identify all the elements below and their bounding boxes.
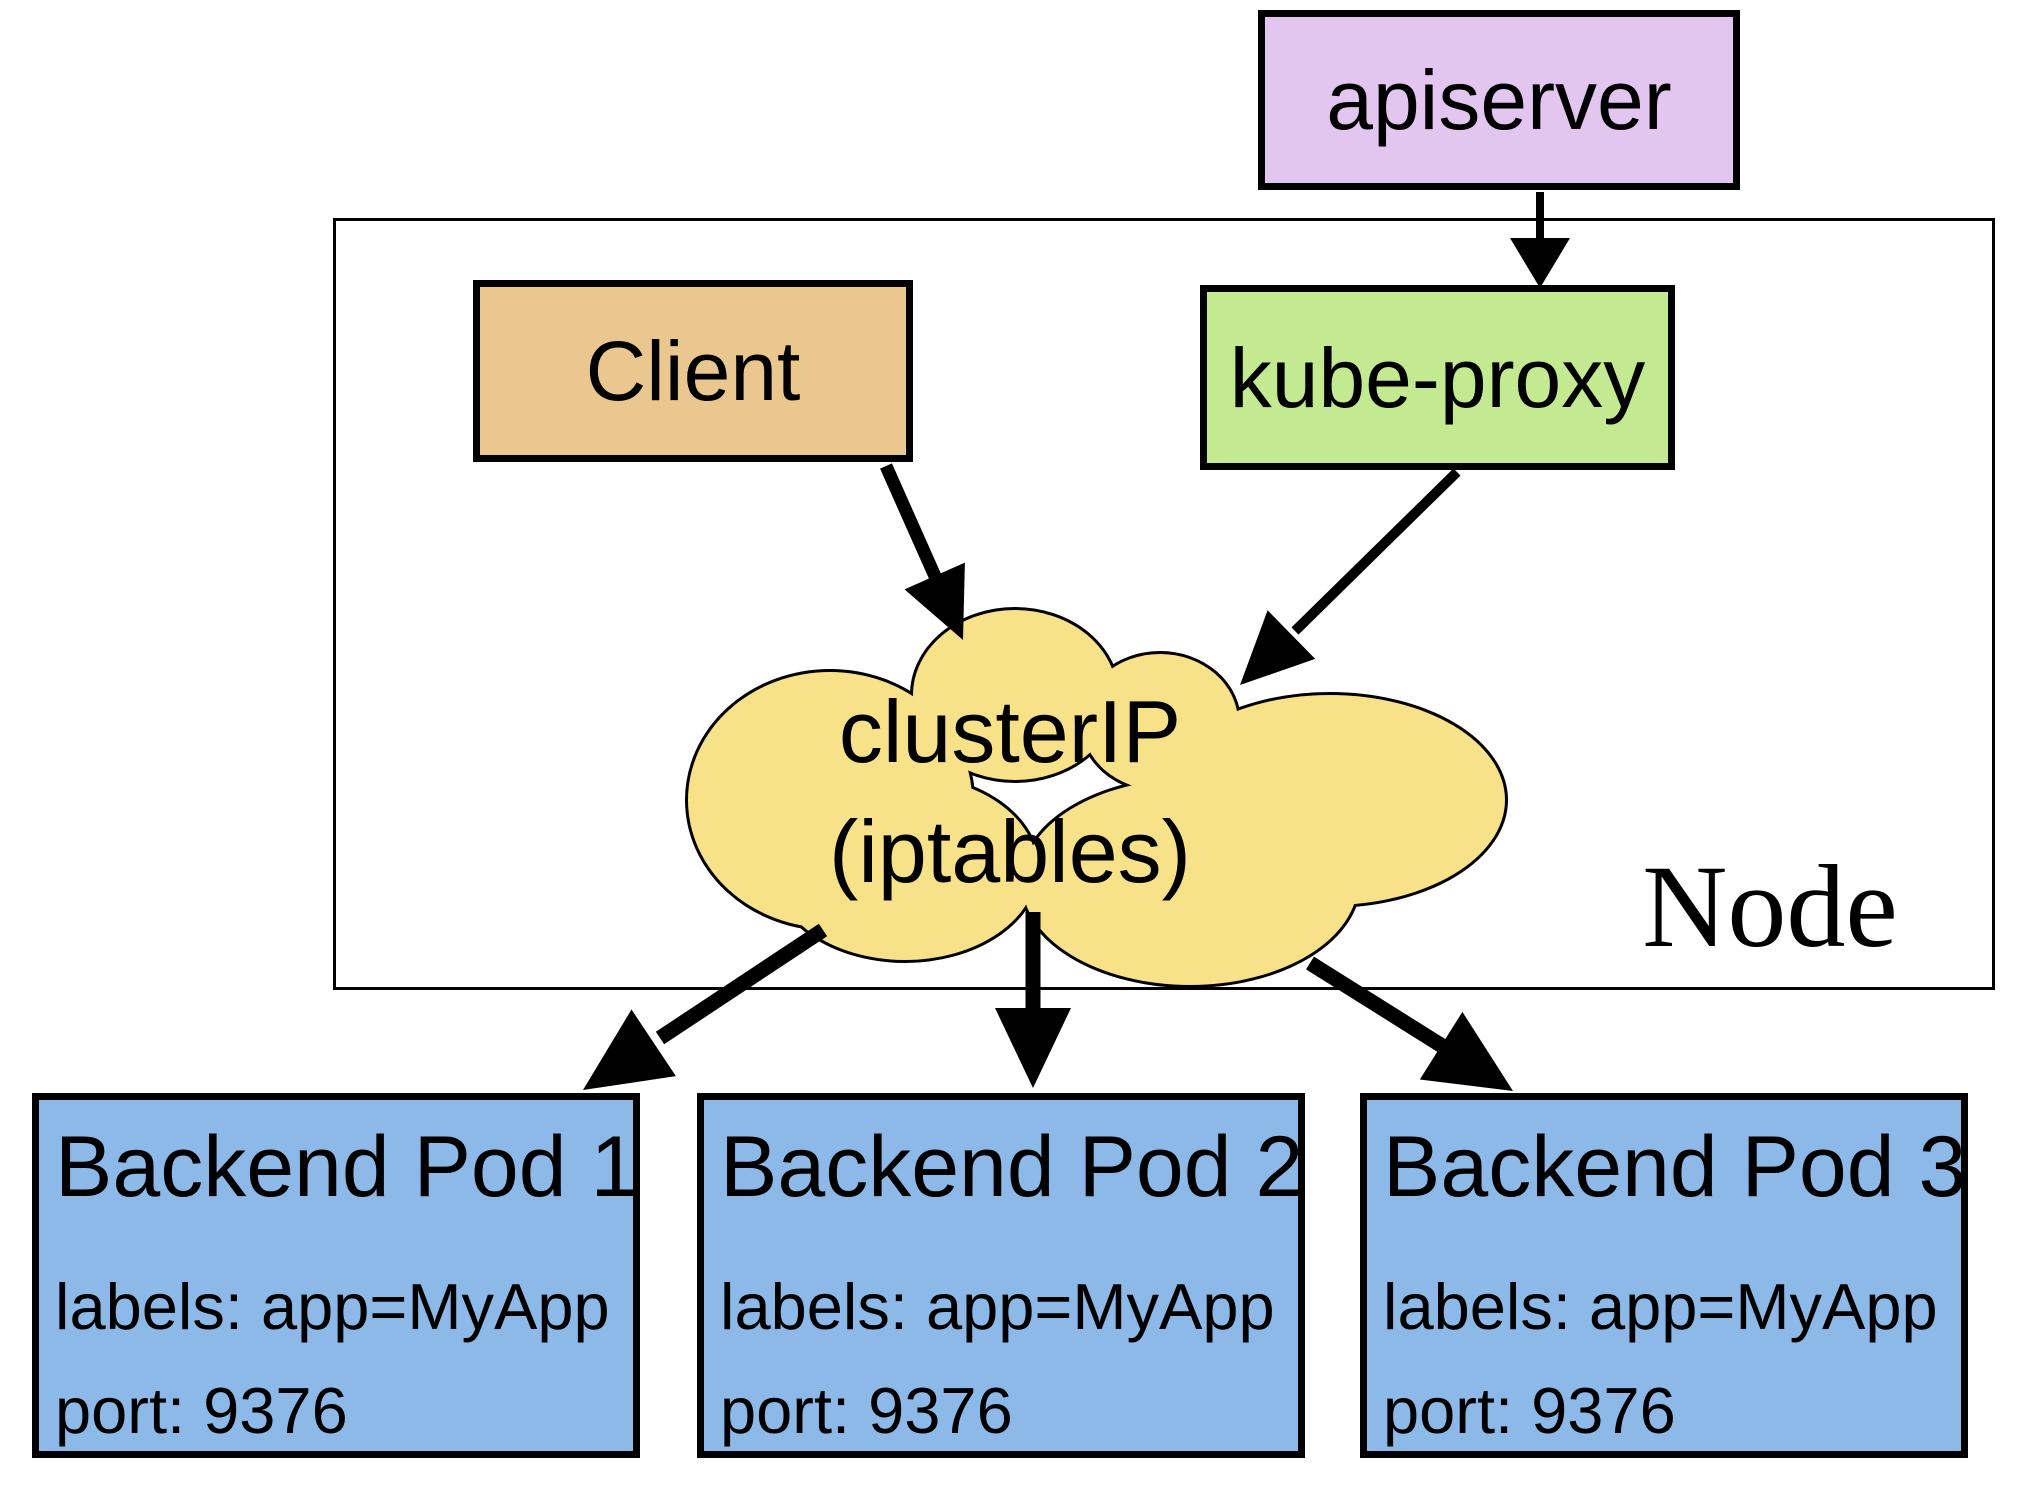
arrow-client-to-clusterip <box>880 463 965 640</box>
backend-pod-3-title: Backend Pod 3 <box>1383 1119 1967 1215</box>
backend-pod-1-title: Backend Pod 1 <box>55 1119 639 1215</box>
arrow-clusterip-to-pod-3 <box>1306 956 1513 1091</box>
kube-proxy-box: kube-proxy <box>1200 285 1675 470</box>
client-label: Client <box>585 324 801 418</box>
apiserver-box: apiserver <box>1258 10 1740 190</box>
backend-pod-1-labels: labels: app=MyApp <box>55 1270 610 1343</box>
node-boundary-rect <box>333 218 1995 990</box>
backend-pod-2-port: port: 9376 <box>720 1374 1013 1447</box>
backend-pod-2-labels: labels: app=MyApp <box>720 1270 1275 1343</box>
arrow-clusterip-to-pod-2 <box>995 912 1071 1088</box>
node-label: Node <box>1642 841 1898 972</box>
arrow-apiserver-to-kube-proxy <box>1510 192 1570 288</box>
cluster-ip-label-line2: (iptables) <box>829 802 1191 901</box>
backend-pod-2-title: Backend Pod 2 <box>720 1119 1304 1215</box>
cluster-ip-label: clusterIP (iptables) <box>690 672 1330 912</box>
backend-pod-1-box: Backend Pod 1 labels: app=MyApp port: 93… <box>32 1093 640 1458</box>
cluster-ip-cloud-fill <box>688 610 1505 985</box>
backend-pod-3-labels: labels: app=MyApp <box>1383 1270 1938 1343</box>
backend-pod-3-box: Backend Pod 3 labels: app=MyApp port: 93… <box>1360 1093 1968 1458</box>
backend-pod-2-box: Backend Pod 2 labels: app=MyApp port: 93… <box>697 1093 1305 1458</box>
kube-proxy-label: kube-proxy <box>1229 330 1646 425</box>
arrow-clusterip-to-pod-1 <box>583 923 828 1090</box>
backend-pod-1-port: port: 9376 <box>55 1374 348 1447</box>
client-box: Client <box>473 280 913 462</box>
backend-pod-3-port: port: 9376 <box>1383 1374 1676 1447</box>
apiserver-label: apiserver <box>1326 53 1672 147</box>
arrow-kube-proxy-to-clusterip <box>1240 468 1461 685</box>
cluster-ip-label-line1: clusterIP <box>838 682 1182 781</box>
